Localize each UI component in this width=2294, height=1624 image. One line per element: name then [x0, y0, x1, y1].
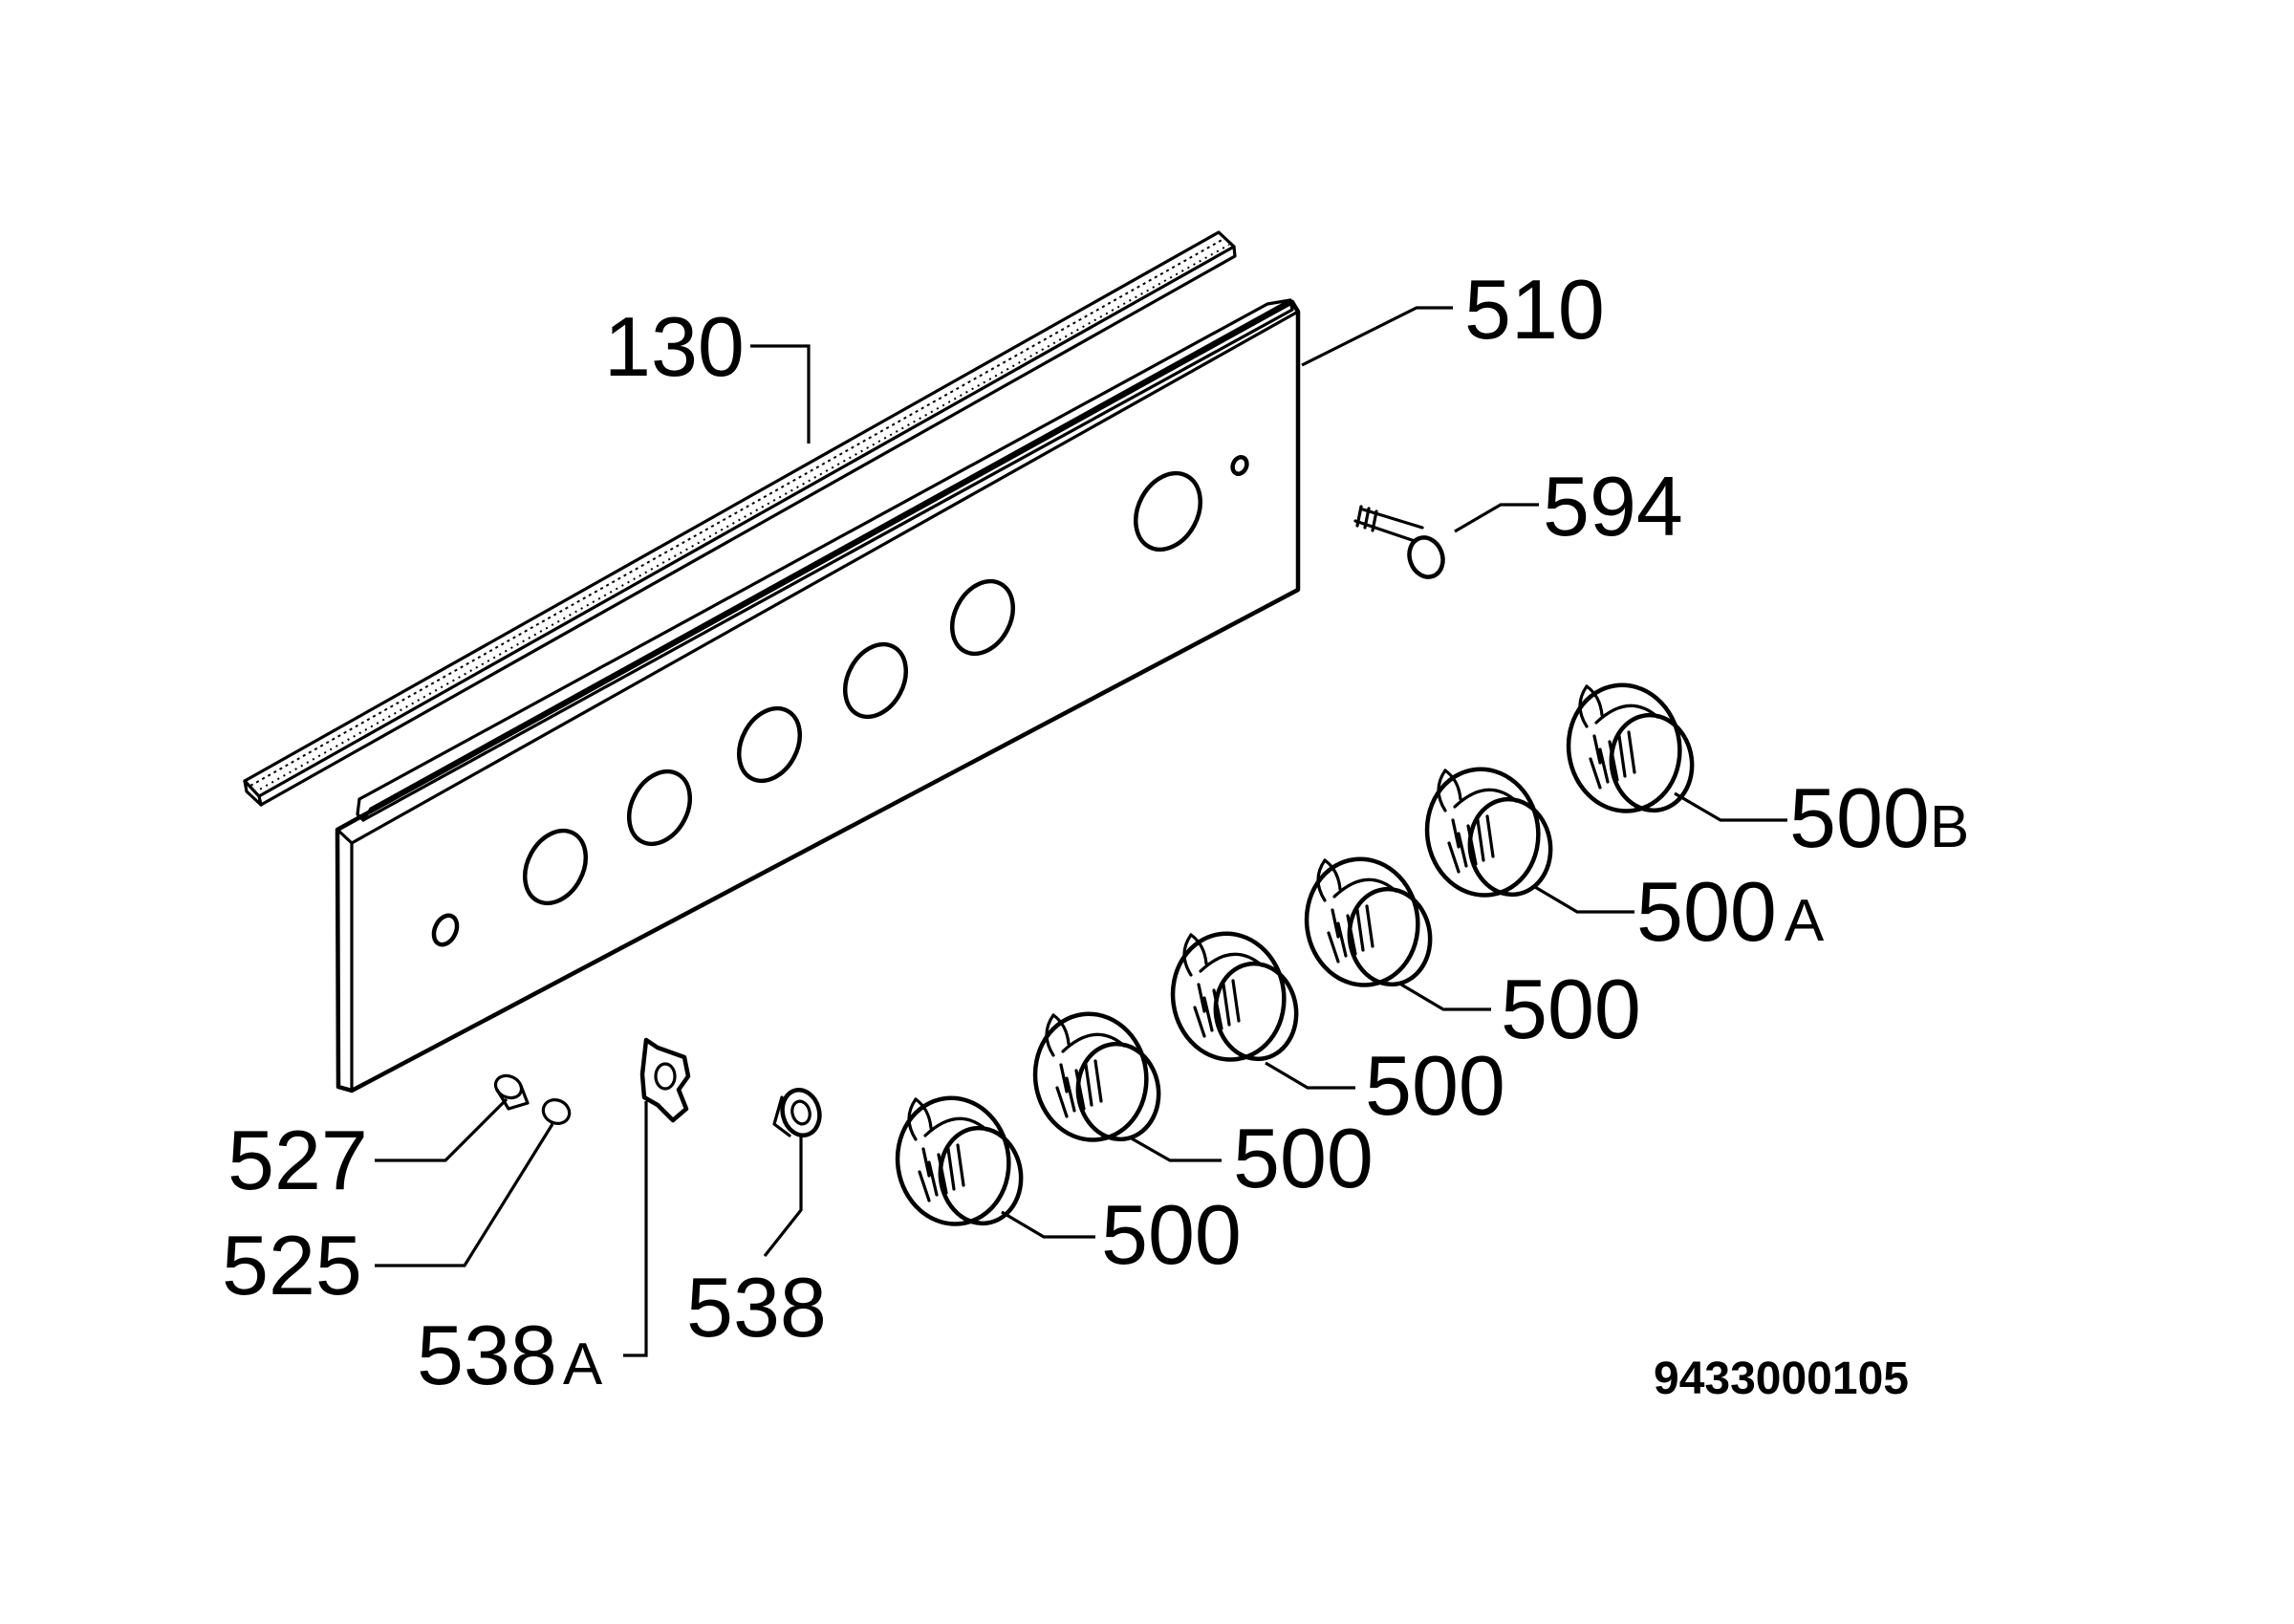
leader-527	[375, 1097, 509, 1162]
leader-594	[1454, 503, 1539, 533]
callout-500b-number: 500	[1789, 770, 1930, 865]
knob-500-3	[1165, 926, 1303, 1067]
callout-500-2: 500	[1233, 1111, 1374, 1205]
part-527-fitting	[493, 1073, 530, 1111]
leader-538a	[623, 1101, 648, 1357]
callout-538a: 538A	[417, 1308, 603, 1402]
knob-500-1	[890, 1091, 1028, 1231]
callout-594: 594	[1543, 459, 1683, 553]
callout-527: 527	[227, 1113, 368, 1207]
leader-500-4	[1400, 983, 1491, 1011]
callout-500b-suffix: B	[1930, 794, 1969, 860]
callout-500a-number: 500	[1636, 864, 1777, 959]
leader-lines	[375, 306, 1787, 1357]
callout-500b: 500B	[1789, 770, 1969, 865]
callout-130: 130	[604, 299, 745, 394]
leader-500-2	[1129, 1136, 1222, 1162]
leader-500-1	[1001, 1210, 1095, 1239]
callout-538a-suffix: A	[563, 1332, 603, 1397]
callout-500-4: 500	[1501, 962, 1641, 1056]
knob-500b	[1561, 678, 1699, 818]
leader-510	[1301, 306, 1453, 367]
knob-500-2	[1028, 1007, 1165, 1147]
callout-500-3: 500	[1365, 1038, 1505, 1133]
callout-538a-number: 538	[417, 1308, 557, 1402]
leader-538	[763, 1136, 803, 1257]
part-538a-clip	[639, 1037, 691, 1123]
leader-500-3	[1265, 1061, 1355, 1090]
callout-500-1: 500	[1101, 1187, 1242, 1282]
knob-500-4	[1299, 852, 1437, 992]
callout-510: 510	[1464, 262, 1605, 357]
document-number: 9433000105	[1654, 1353, 1909, 1404]
leader-525	[375, 1123, 554, 1267]
leader-500a	[1534, 885, 1634, 914]
part-525-fitting	[541, 1098, 572, 1125]
leader-500b	[1674, 791, 1787, 822]
knob-500a	[1419, 762, 1557, 902]
callout-525: 525	[222, 1218, 362, 1312]
callout-500a-suffix: A	[1785, 888, 1825, 954]
callout-538: 538	[686, 1260, 827, 1354]
part-130-trim-strip	[243, 230, 1237, 807]
part-510-control-panel	[335, 298, 1301, 1093]
leader-130	[750, 344, 811, 444]
part-594-pin	[1353, 505, 1445, 579]
part-538-bushing	[772, 1088, 822, 1137]
